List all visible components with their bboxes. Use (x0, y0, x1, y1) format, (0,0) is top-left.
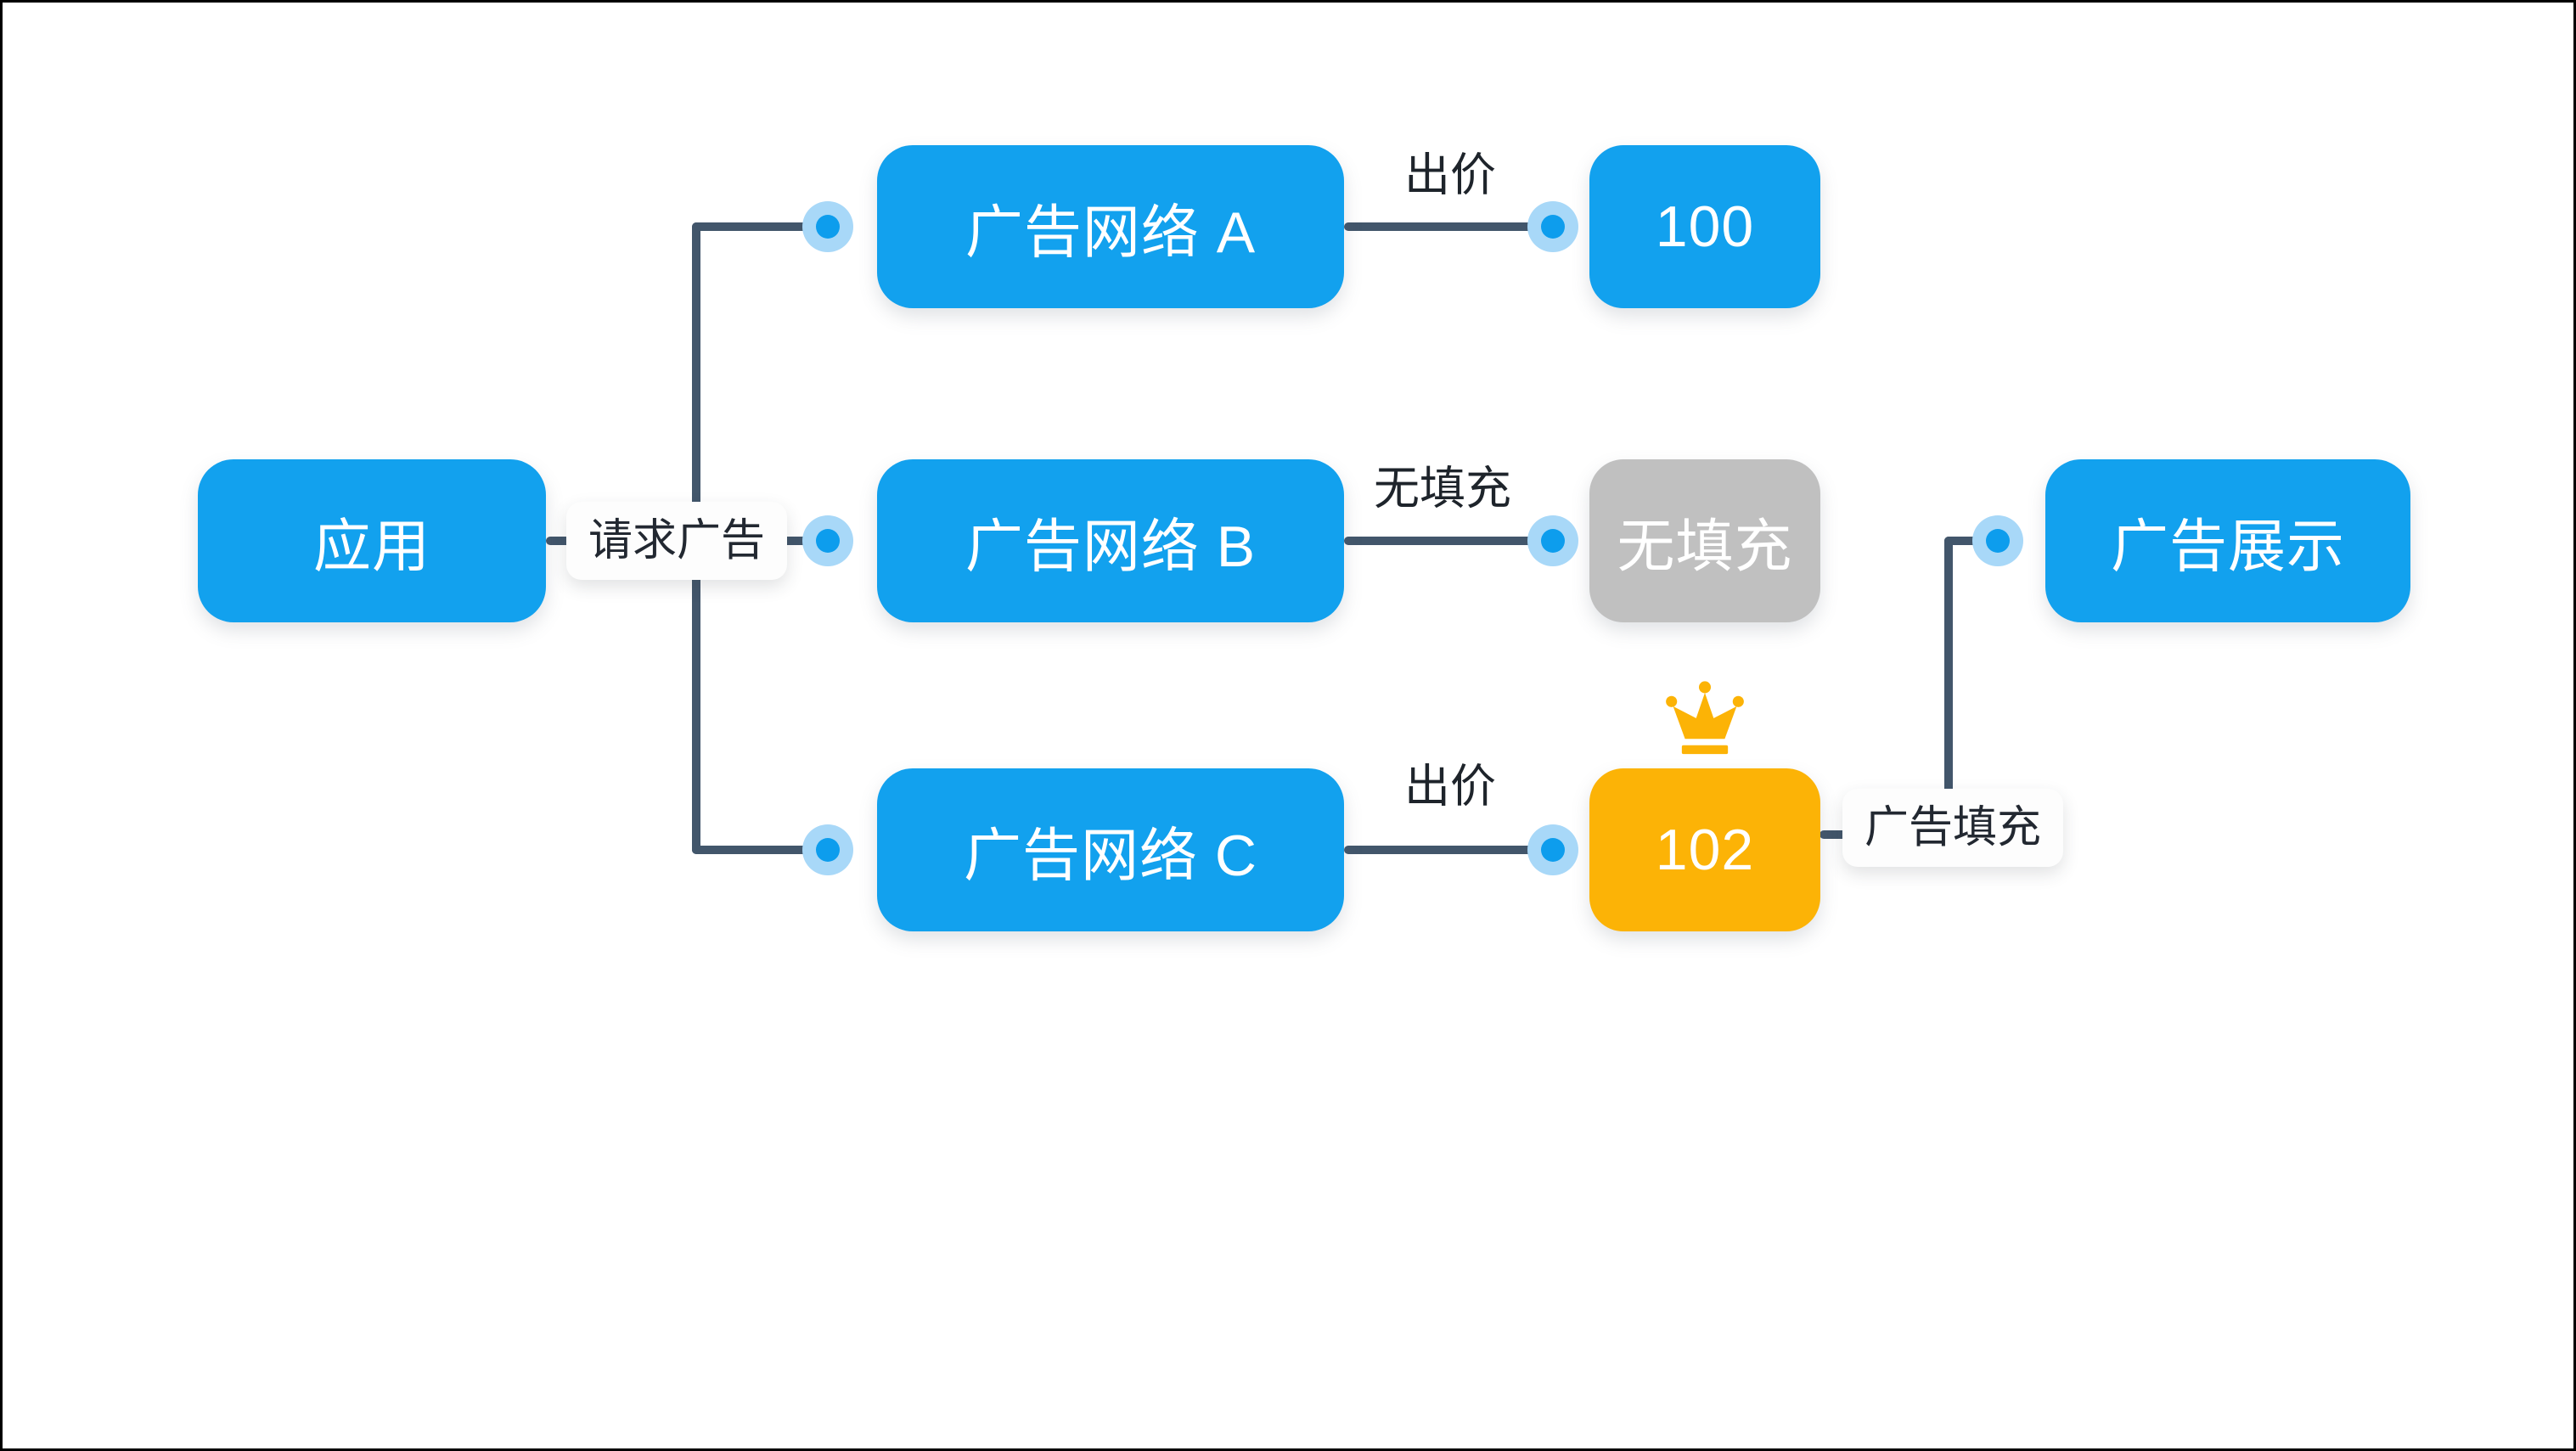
crown-icon (1666, 681, 1744, 755)
nofill-result-b-value: 无填充 (1617, 514, 1793, 579)
port-dot-result-b (1527, 515, 1578, 566)
winning-bid-result-c-node: 102 (1589, 768, 1820, 931)
request-ad-edge-label: 请求广告 (565, 502, 788, 580)
port-dot-network-b (802, 515, 853, 566)
port-dot-result-a (1527, 201, 1578, 252)
port-dot-core (1541, 529, 1565, 553)
bid-result-a-node: 100 (1589, 145, 1820, 308)
port-dot-core (816, 529, 840, 553)
ad-network-a-label: 广告网络 A (965, 200, 1257, 265)
request-ad-edge-text: 请求广告 (588, 516, 766, 565)
ad-network-c-node: 广告网络 C (877, 768, 1344, 931)
connector-fill-to-display (1944, 537, 1999, 545)
ad-network-a-node: 广告网络 A (877, 145, 1344, 308)
bid-edge-label-a: 出价 (1404, 149, 1496, 201)
ad-network-b-label: 广告网络 B (965, 514, 1257, 579)
connector-network-c-to-bid (1344, 846, 1553, 854)
connector-network-b-to-nofill (1344, 537, 1553, 545)
winning-bid-result-c-value: 102 (1655, 818, 1755, 882)
ad-network-b-node: 广告网络 B (877, 459, 1344, 622)
port-dot-core (816, 838, 840, 862)
ad-fill-edge-text: 广告填充 (1864, 803, 2042, 852)
ad-display-node: 广告展示 (2045, 459, 2410, 622)
port-dot-core (1986, 529, 2010, 553)
app-node: 应用 (198, 459, 546, 622)
nofill-edge-label-b: 无填充 (1374, 463, 1511, 515)
bid-edge-label-c: 出价 (1404, 761, 1496, 813)
connector-row-c-stub (692, 846, 830, 854)
ad-display-label: 广告展示 (2110, 514, 2345, 579)
port-dot-result-c (1527, 824, 1578, 875)
port-dot-core (1541, 215, 1565, 239)
ad-fill-edge-label: 广告填充 (1842, 789, 2064, 867)
ad-network-c-label: 广告网络 C (963, 823, 1257, 888)
port-dot-core (1541, 838, 1565, 862)
connector-network-a-to-bid (1344, 222, 1553, 231)
bid-result-a-value: 100 (1655, 194, 1755, 259)
port-dot-network-a (802, 201, 853, 252)
port-dot-core (816, 215, 840, 239)
nofill-result-b-node: 无填充 (1589, 459, 1820, 622)
connector-row-a-stub (692, 222, 830, 231)
app-node-label: 应用 (312, 514, 430, 579)
connector-fill-vertical (1944, 537, 1953, 839)
port-dot-network-c (802, 824, 853, 875)
port-dot-display (1972, 515, 2023, 566)
